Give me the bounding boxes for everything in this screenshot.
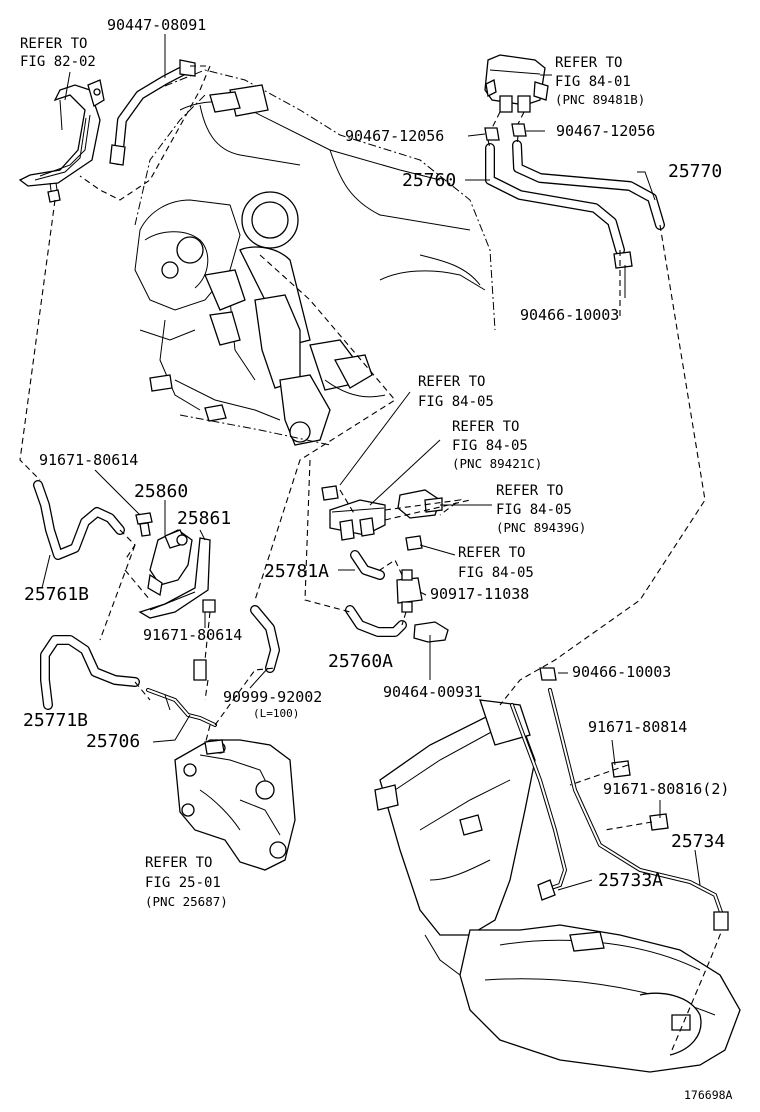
label-91671-80816: 91671-80816(2) [603, 780, 730, 798]
label-90917-11038: 90917-11038 [430, 585, 530, 603]
hose-25760a [345, 605, 407, 637]
sensor-89439g [397, 489, 443, 519]
label-refer-fig25-01-c: (PNC 25687) [145, 894, 228, 909]
valve-25860 [147, 529, 193, 597]
label-25771b: 25771B [23, 710, 89, 731]
label-25860: 25860 [134, 481, 189, 502]
oxygen-sensor-25734 [548, 688, 729, 931]
label-refer-fig84-01-b: FIG 84-01 [555, 74, 631, 90]
label-25861: 25861 [177, 508, 232, 529]
bolt-small-mid [193, 659, 207, 681]
label-refer-fig84-05-4b: FIG 84-05 [458, 565, 534, 581]
clamp-90467-left [484, 127, 500, 141]
label-refer-fig25-01-b: FIG 25-01 [145, 875, 221, 891]
label-refer-fig84-05-2a: REFER TO [452, 419, 520, 435]
clamp-90466-low [539, 667, 557, 681]
hose-25771b [40, 635, 140, 710]
label-refer-fig84-05-2b: FIG 84-05 [452, 438, 528, 454]
label-25760: 25760 [402, 170, 457, 191]
label-25706: 25706 [86, 731, 141, 752]
bolt-91671-80614-top [135, 512, 153, 537]
hose-25761b [33, 480, 125, 560]
label-length-100: (L=100) [253, 707, 300, 720]
label-25761b: 25761B [24, 584, 90, 605]
hose-90447-08091 [109, 59, 196, 166]
sensor-89421c [329, 499, 386, 541]
label-refer-fig84-05-3b: FIG 84-05 [496, 502, 572, 518]
label-refer-fig84-05-1a: REFER TO [418, 374, 486, 390]
label-25781a: 25781A [264, 561, 330, 582]
label-90999-92002: 90999-92002 [223, 688, 323, 706]
label-91671-80814: 91671-80814 [588, 718, 688, 736]
vsv-89481b [484, 54, 549, 113]
hose-90999-92002 [250, 605, 280, 673]
label-refer-fig82-02-a: REFER TO [20, 36, 88, 52]
clip-90464-00931 [413, 621, 449, 643]
label-refer-fig84-01-a: REFER TO [555, 55, 623, 71]
hose-25770 [512, 140, 665, 230]
label-refer-fig84-05-3a: REFER TO [496, 483, 564, 499]
bracket-25861 [138, 537, 211, 619]
figure-id: 176698A [684, 1088, 733, 1102]
label-refer-fig82-02-b: FIG 82-02 [20, 54, 96, 70]
label-25760a: 25760A [328, 651, 394, 672]
hose-25781a [350, 550, 385, 580]
engine-assembly [134, 69, 496, 446]
oxygen-sensor-25733a [510, 703, 568, 901]
label-25733a: 25733A [598, 870, 664, 891]
label-90466-10003-low: 90466-10003 [572, 663, 672, 681]
label-refer-fig84-05-4a: REFER TO [458, 545, 526, 561]
bolt-sensor-1 [321, 485, 339, 501]
clamp-90467-right [511, 123, 527, 137]
bolt-91671-80816 [649, 813, 669, 831]
label-25734: 25734 [671, 831, 726, 852]
pump-assembly-25687 [174, 739, 296, 871]
label-90467-12056-left: 90467-12056 [345, 127, 445, 145]
label-refer-fig84-01-c: (PNC 89481B) [555, 92, 646, 107]
connection-lines [19, 65, 723, 1051]
label-refer-fig84-05-3c: (PNC 89439G) [496, 520, 587, 535]
bolt-91671-80614-mid [202, 599, 216, 613]
clamp-90466-top [613, 251, 633, 269]
label-refer-fig25-01-a: REFER TO [145, 855, 213, 871]
exhaust-manifold-converter [374, 699, 741, 1073]
hose-25760 [485, 143, 625, 255]
label-90466-10003-top: 90466-10003 [520, 306, 620, 324]
label-91671-80614-mid: 91671-80614 [143, 626, 243, 644]
leader-lines [41, 34, 701, 891]
bolt-sensor-2 [405, 535, 423, 551]
label-90447-08091: 90447-08091 [107, 16, 207, 34]
bolt-91671-80814 [611, 760, 631, 778]
mounting-bracket-top-left [18, 79, 105, 203]
vacuum-tank-90917-11038 [396, 569, 423, 613]
label-25770: 25770 [668, 161, 723, 182]
label-refer-fig84-05-2c: (PNC 89421C) [452, 456, 543, 471]
label-refer-fig84-05-1b: FIG 84-05 [418, 394, 494, 410]
label-90467-12056-right: 90467-12056 [556, 122, 656, 140]
label-90464-00931: 90464-00931 [383, 683, 483, 701]
label-91671-80614-top: 91671-80614 [39, 451, 139, 469]
pipe-25706 [146, 688, 217, 727]
